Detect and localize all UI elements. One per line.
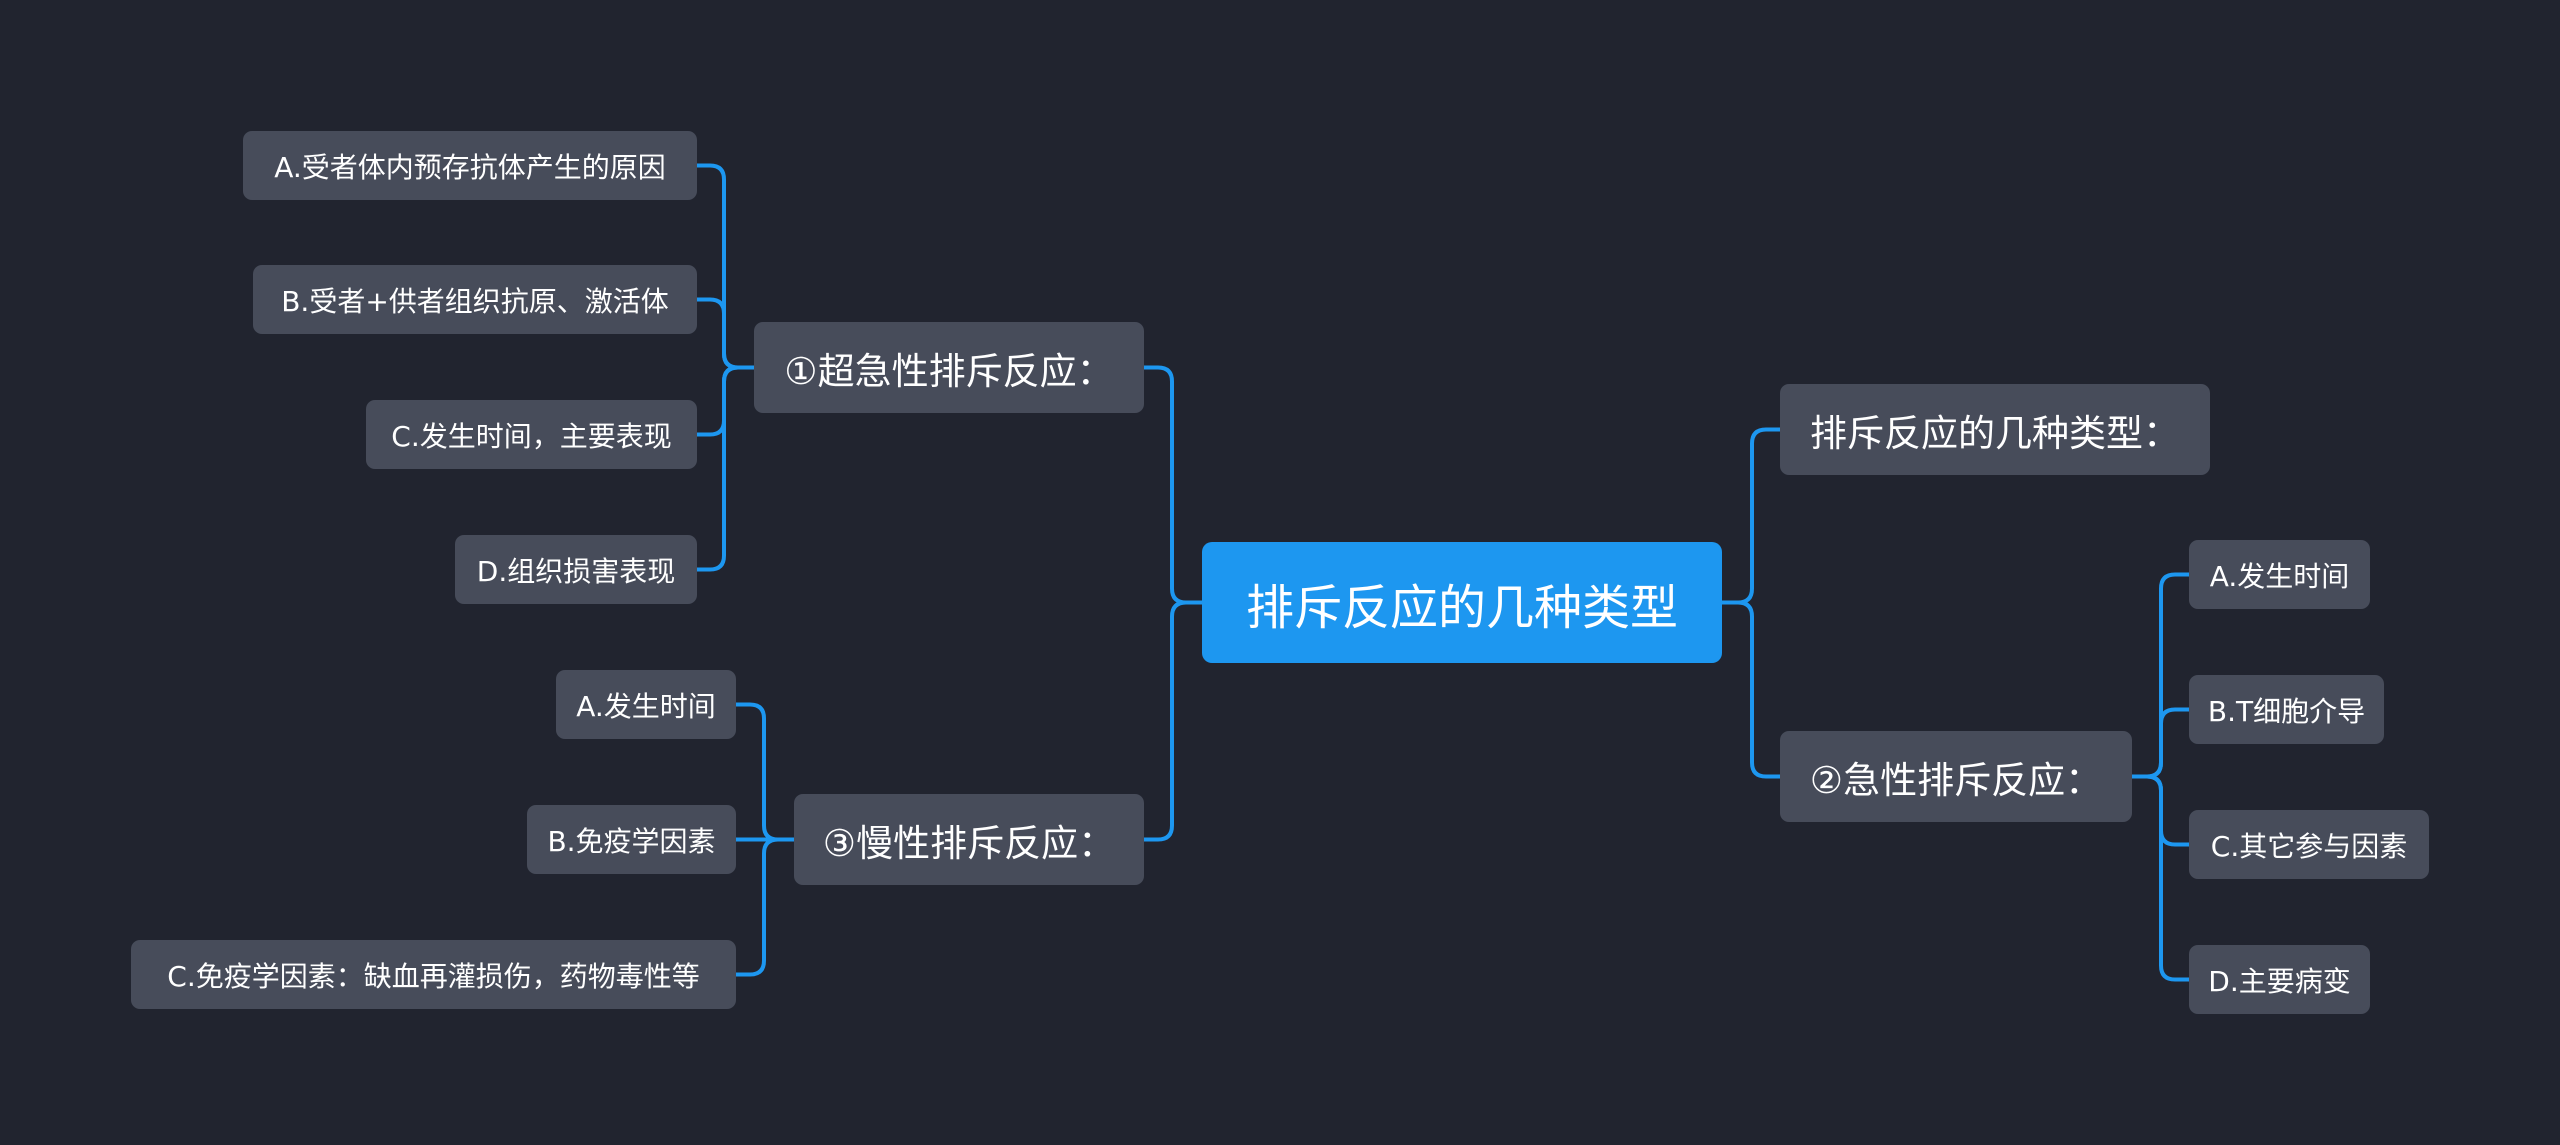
connector-hyperacute-b (695, 297, 756, 370)
subtopic-chronic-c[interactable]: C.免疫学因素：缺血再灌损伤，药物毒性等 (131, 940, 736, 1009)
subtopic-chronic-a[interactable]: A.发生时间 (556, 670, 736, 739)
connector-root-acute (1720, 600, 1782, 779)
subtopic-acute-d[interactable]: D.主要病变 (2189, 945, 2370, 1014)
subtopic-chronic-b[interactable]: B.免疫学因素 (527, 805, 736, 874)
topic-rejection-types[interactable]: 排斥反应的几种类型： (1780, 384, 2210, 475)
connector-hyperacute-d (695, 365, 756, 572)
subtopic-acute-c[interactable]: C.其它参与因素 (2189, 810, 2429, 879)
connector-root-chronic (1142, 600, 1204, 842)
topic-chronic-rejection[interactable]: ③慢性排斥反应： (794, 794, 1144, 885)
connector-chronic-c (734, 837, 796, 977)
subtopic-hyperacute-c[interactable]: C.发生时间，主要表现 (366, 400, 697, 469)
connector-chronic-a (734, 702, 796, 842)
subtopic-hyperacute-b[interactable]: B.受者+供者组织抗原、激活体 (253, 265, 697, 334)
topic-acute-rejection[interactable]: ②急性排斥反应： (1780, 731, 2132, 822)
subtopic-acute-b[interactable]: B.T细胞介导 (2189, 675, 2384, 744)
connector-root-types (1720, 427, 1782, 605)
subtopic-acute-a[interactable]: A.发生时间 (2189, 540, 2370, 609)
subtopic-hyperacute-a[interactable]: A.受者体内预存抗体产生的原因 (243, 131, 697, 200)
connector-acute-b (2130, 707, 2191, 779)
root-topic[interactable]: 排斥反应的几种类型 (1202, 542, 1722, 663)
subtopic-hyperacute-d[interactable]: D.组织损害表现 (455, 535, 697, 604)
topic-hyperacute-rejection[interactable]: ①超急性排斥反应： (754, 322, 1144, 413)
connector-root-hyperacute (1142, 365, 1204, 605)
connector-acute-d (2130, 774, 2191, 982)
